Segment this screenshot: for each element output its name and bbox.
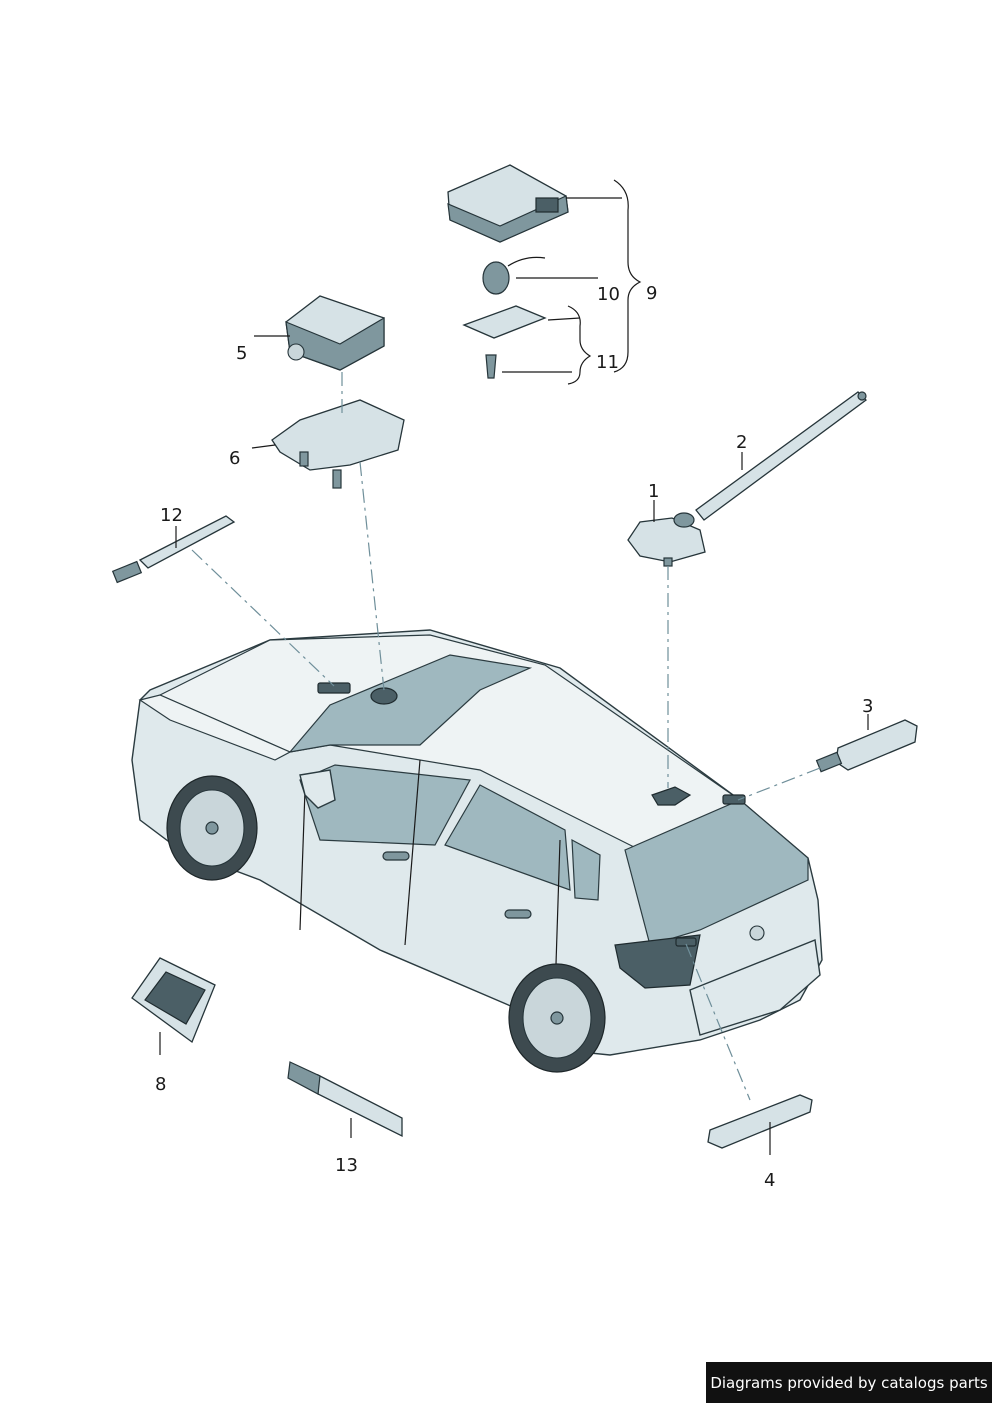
- part-9-module: [447, 164, 569, 243]
- part-12-antenna-strip: [111, 515, 236, 584]
- callout-4: 4: [764, 1170, 775, 1191]
- part-4-amplifier: [707, 1094, 813, 1149]
- callout-13: 13: [335, 1155, 358, 1176]
- credit-badge: Diagrams provided by catalogs parts: [706, 1362, 992, 1403]
- part-6-bracket: [271, 399, 405, 489]
- part-8-switch-module: [131, 957, 216, 1044]
- callout-6: 6: [229, 448, 240, 469]
- callout-9: 9: [646, 283, 657, 304]
- callout-10: 10: [597, 284, 620, 305]
- vehicle-illustration: [131, 629, 823, 1073]
- callout-labels: 1 2 3 4 5 6 8 9 10 11 12 13: [155, 283, 873, 1191]
- callout-1: 1: [648, 481, 659, 502]
- callout-12: 12: [160, 505, 183, 526]
- callout-3: 3: [862, 696, 873, 717]
- callout-2: 2: [736, 432, 747, 453]
- part-13-antenna-element: [287, 1061, 403, 1138]
- part-1-antenna-base: [627, 512, 706, 567]
- callout-5: 5: [236, 343, 247, 364]
- callout-8: 8: [155, 1074, 166, 1095]
- part-3-amplifier: [815, 719, 918, 773]
- assignment-lines: [191, 372, 821, 1101]
- part-10-connector: [482, 256, 546, 295]
- part-2-antenna-rod: [695, 391, 867, 521]
- credit-text: Diagrams provided by catalogs parts: [710, 1373, 988, 1392]
- part-11-holder: [462, 305, 547, 379]
- leader-lines: [159, 179, 869, 1155]
- callout-11: 11: [596, 352, 619, 373]
- part-5-control-unit: [285, 295, 385, 371]
